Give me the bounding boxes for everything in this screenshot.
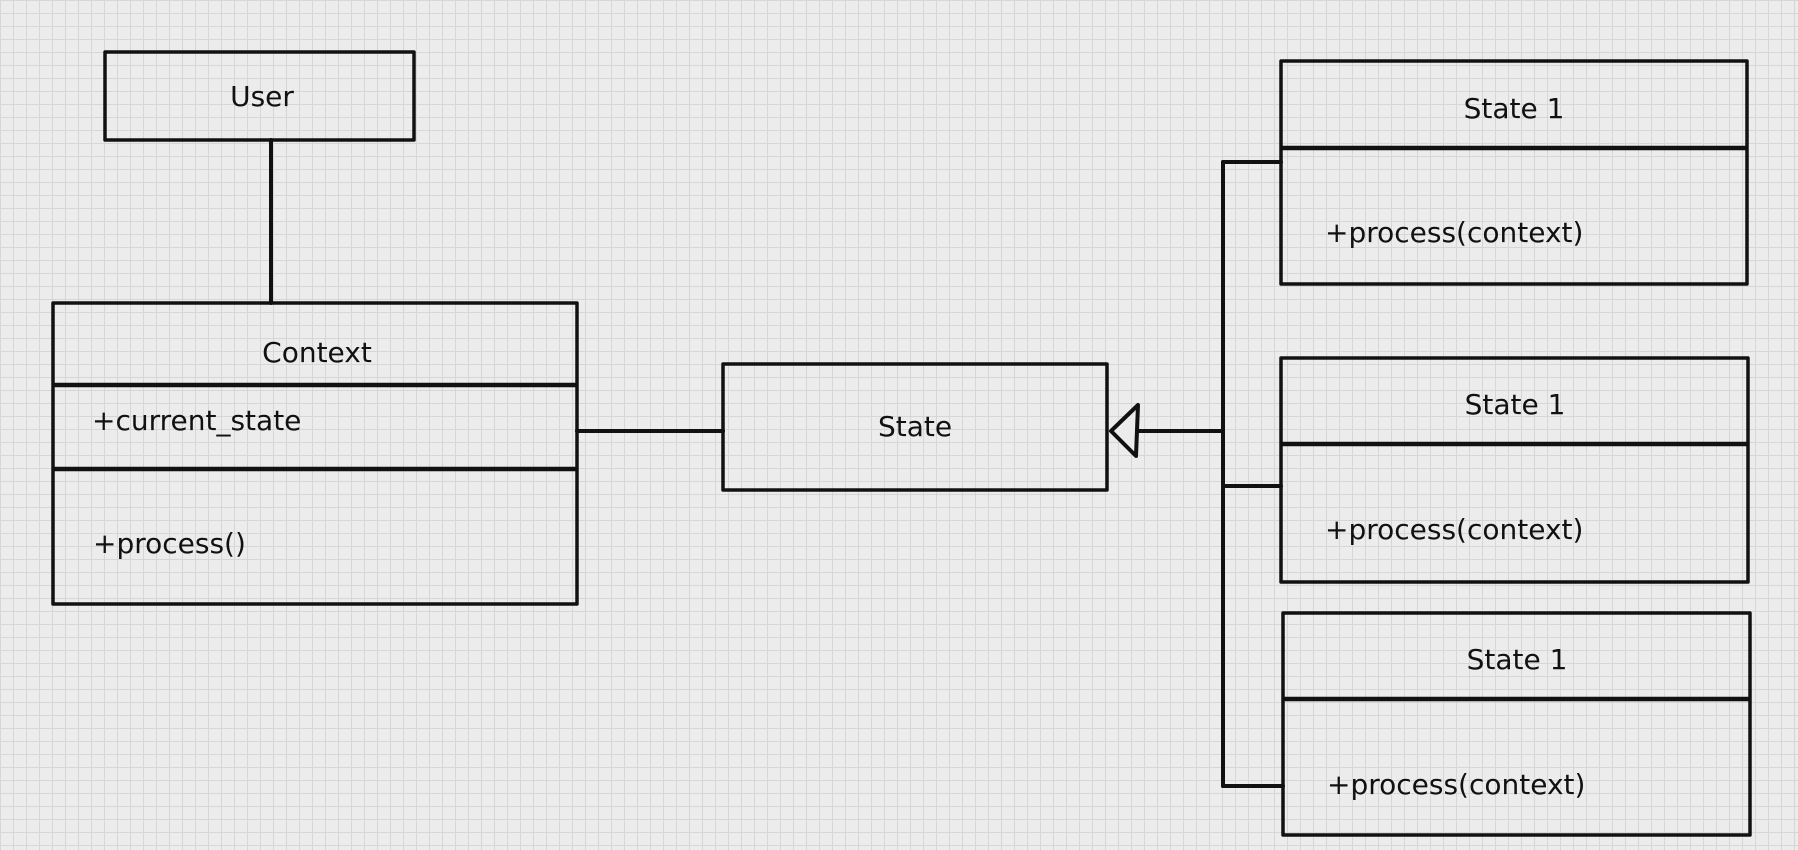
context-attribute: +current_state xyxy=(92,404,301,437)
user-class[interactable]: User xyxy=(103,50,416,142)
context-method: +process() xyxy=(93,527,246,560)
concrete-state-1[interactable]: State 1 +process(context) xyxy=(1279,59,1749,286)
state-class[interactable]: State xyxy=(721,362,1109,492)
user-label: User xyxy=(230,80,294,113)
state-label: State xyxy=(878,410,952,443)
concrete-state-3[interactable]: State 1 +process(context) xyxy=(1281,611,1752,837)
concrete-state-1-box xyxy=(1279,59,1749,286)
concrete-state-2-box xyxy=(1279,356,1750,584)
state-box xyxy=(721,362,1109,492)
context-box xyxy=(51,301,579,606)
context-class[interactable]: Context +current_state +process() xyxy=(51,301,579,606)
concrete-state-2[interactable]: State 1 +process(context) xyxy=(1279,356,1750,584)
concrete-state-3-method: +process(context) xyxy=(1327,768,1585,801)
user-box xyxy=(103,50,416,142)
concrete-state-1-method: +process(context) xyxy=(1325,216,1583,249)
concrete-state-2-label: State 1 xyxy=(1465,388,1566,421)
concrete-state-2-method: +process(context) xyxy=(1325,513,1583,546)
concrete-state-3-label: State 1 xyxy=(1467,643,1568,676)
context-label: Context xyxy=(262,336,372,369)
inheritance-arrowhead xyxy=(1109,403,1140,458)
concrete-state-3-box xyxy=(1281,611,1752,837)
concrete-state-1-label: State 1 xyxy=(1464,92,1565,125)
